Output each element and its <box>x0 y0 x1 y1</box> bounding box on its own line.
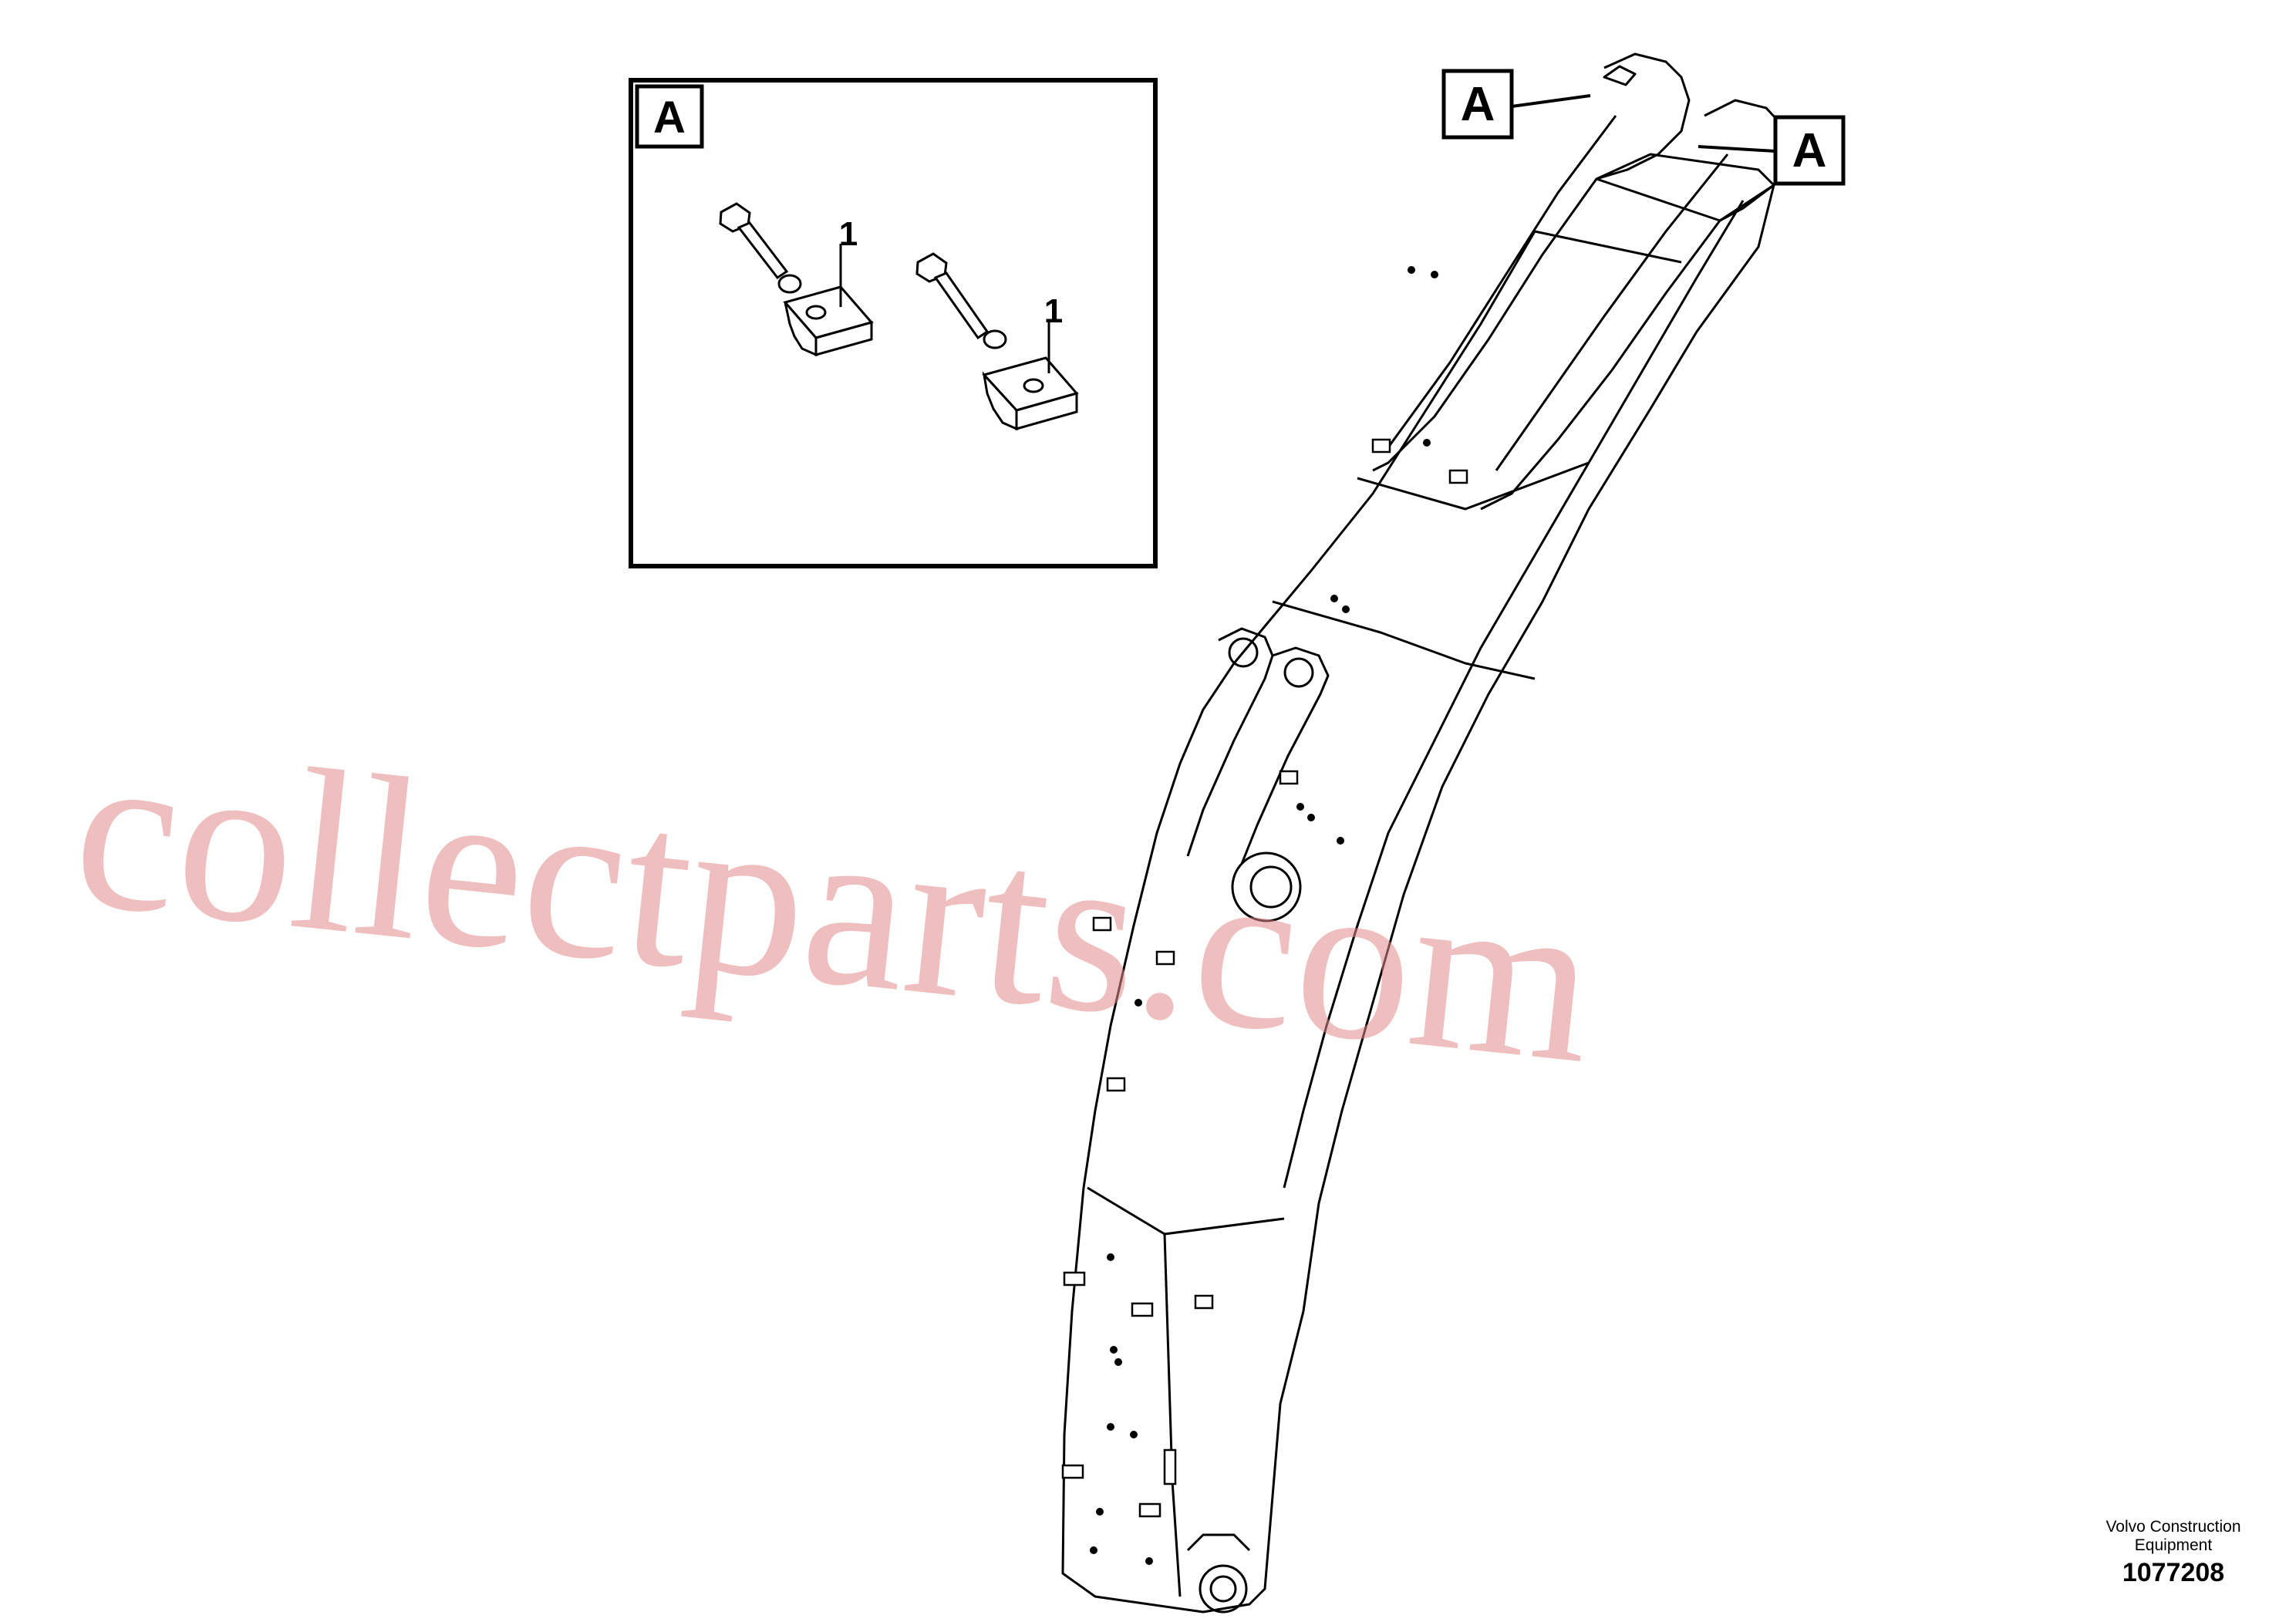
upper-arm-right-tube <box>1480 220 1721 511</box>
boom-foot-pin-outer <box>1199 1564 1248 1614</box>
callout-label: A <box>1461 78 1495 131</box>
pad <box>1163 1448 1177 1485</box>
pad <box>1194 1294 1214 1310</box>
callout-box <box>1773 115 1846 186</box>
boom-foot-inner-edge <box>1163 1233 1182 1597</box>
block-hole <box>805 305 827 320</box>
boom-foot-cutout <box>1186 1533 1251 1552</box>
boom-lug-right <box>1240 646 1330 865</box>
pad <box>1448 469 1468 484</box>
bolt-hole <box>1342 605 1350 613</box>
bolt-hole <box>1431 271 1438 278</box>
upper-arm-left-plate <box>1596 52 1691 180</box>
detail-label: A <box>653 93 686 143</box>
drawing-number: 1077208 <box>2122 1558 2224 1587</box>
washer <box>983 329 1007 349</box>
bolt-hole <box>1145 1557 1153 1565</box>
boom-lug-left <box>1186 627 1274 857</box>
wear-block-side <box>814 321 873 356</box>
callout-box <box>1441 69 1514 140</box>
bolt-hole <box>1110 1346 1118 1354</box>
company-name-line1: Volvo Construction <box>2106 1518 2240 1536</box>
washer <box>777 274 802 294</box>
part-assembly-1 <box>719 202 874 357</box>
boom-lug-right-pin <box>1283 657 1314 688</box>
pad <box>1063 1271 1086 1286</box>
pad <box>1155 950 1175 966</box>
callout-1-b: 1 <box>1044 292 1063 330</box>
callout-a-left: A <box>1441 69 1591 140</box>
watermark: collectparts.com <box>64 697 1605 1111</box>
section-line-2 <box>1357 461 1590 511</box>
pad <box>1131 1302 1154 1317</box>
bolt-hole <box>1330 595 1338 602</box>
bolt-hole <box>1408 266 1415 274</box>
section-line-3 <box>1272 600 1536 680</box>
bolt-hole <box>1107 1423 1114 1431</box>
pad <box>1061 1464 1084 1479</box>
boom-foot-pin-inner <box>1209 1575 1237 1603</box>
upper-arm-left-bracket <box>1603 65 1637 86</box>
bolt-hole <box>1135 999 1142 1007</box>
cylinder-boss-outer <box>1231 851 1302 922</box>
boom-assembly <box>1061 52 1789 1614</box>
part-assembly-2 <box>915 252 1079 431</box>
bolt-hole <box>1114 1358 1122 1366</box>
boom-lug-left-pin <box>1228 637 1259 668</box>
bolt-hole <box>1096 1508 1104 1516</box>
bolt-hole <box>1130 1431 1138 1438</box>
cylinder-boss-inner <box>1249 865 1293 909</box>
boom-top-box <box>1595 153 1775 222</box>
detail-label-box <box>635 84 704 149</box>
block-hole <box>1023 378 1044 393</box>
upper-arm-left-tube-inner <box>1387 115 1617 448</box>
bolt-hole <box>1296 803 1304 811</box>
bolt-hole <box>1090 1546 1097 1554</box>
detail-frame <box>629 78 1158 568</box>
upper-arm-right-tube-inner <box>1495 153 1729 471</box>
pad <box>1092 916 1112 932</box>
upper-arm-left-tube <box>1372 178 1598 472</box>
callout-leader <box>1698 145 1776 153</box>
boom-top-edge-left <box>1082 231 1536 1189</box>
callout-1-a: 1 <box>839 215 858 253</box>
callout-label: A <box>1792 124 1827 177</box>
boom-side-edge <box>1302 184 1775 1312</box>
boom-pads <box>1061 438 1468 1518</box>
boom-bolt-holes <box>1090 266 1438 1565</box>
bolt-shank <box>737 221 789 280</box>
callout-leader <box>1511 94 1591 108</box>
wear-block-side <box>1015 392 1078 430</box>
pad <box>1138 1502 1161 1518</box>
callout-a-right: A <box>1698 115 1846 186</box>
section-line-1 <box>1534 230 1682 264</box>
bolt-hole <box>1337 837 1344 845</box>
detail-view-a: A 1 1 <box>629 78 1158 568</box>
boom-foot-outline <box>1061 1187 1305 1614</box>
boom-top-edge-right <box>1283 200 1745 1189</box>
bolt-hole <box>1423 439 1431 447</box>
bolt-hole <box>1107 1253 1114 1261</box>
pad <box>1106 1077 1126 1092</box>
pad <box>1279 770 1299 785</box>
section-line-4 <box>1087 1186 1285 1236</box>
bolt-shank <box>933 271 990 340</box>
pad <box>1371 438 1391 454</box>
company-name-line2: Equipment <box>2135 1536 2213 1554</box>
bolt-hole <box>1307 814 1315 821</box>
